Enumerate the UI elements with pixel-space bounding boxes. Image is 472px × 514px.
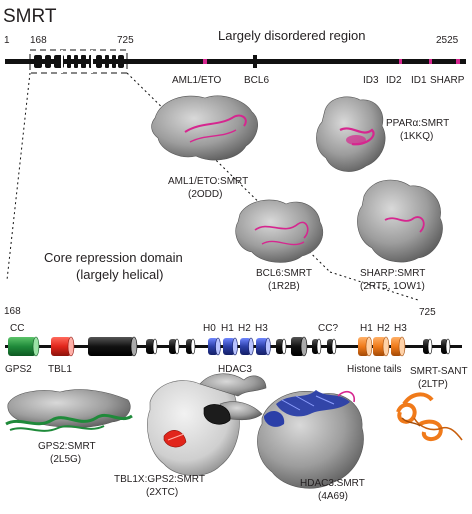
aml1eto-structure: [151, 95, 258, 161]
h1-label: H1: [221, 323, 234, 334]
sharp-structure-pdb: (2RT5, 1OW1): [360, 281, 425, 292]
hdac3-structure-name: HDAC3:SMRT: [300, 478, 365, 489]
top-end-label: 2525: [436, 35, 459, 46]
site-id2-label: ID2: [386, 75, 402, 86]
diagram-title: SMRT: [3, 6, 57, 27]
gps2-structure: [5, 389, 133, 432]
core-start-label: 168: [4, 306, 21, 317]
ppar-structure-name: PPARα:SMRT: [386, 118, 449, 129]
tbl1x-structure-pdb: (2XTC): [146, 487, 178, 498]
aml1eto-structure-pdb: (2ODD): [188, 189, 222, 200]
core-helices: [8, 336, 451, 357]
top-start-label: 1: [4, 35, 10, 46]
h3-label: H3: [255, 323, 268, 334]
site-id1-label: ID1: [411, 75, 427, 86]
sharp-structure: [357, 179, 443, 263]
site-aml1eto-label: AML1/ETO: [172, 75, 221, 86]
ppar-structure-pdb: (1KKQ): [400, 131, 433, 142]
cc-label: CC: [10, 323, 24, 334]
tbl1-domain-label: TBL1: [48, 364, 72, 375]
gps2-structure-name: GPS2:SMRT: [38, 441, 96, 452]
hdac3-structure: [257, 390, 364, 489]
disordered-region-label: Largely disordered region: [218, 28, 365, 43]
site-sharp-label: SHARP: [430, 75, 465, 86]
h2-label: H2: [238, 323, 251, 334]
core-domain-subtitle: (largely helical): [76, 267, 163, 282]
sant-structure-pdb: (2LTP): [418, 379, 448, 390]
h1b-label: H1: [360, 323, 373, 334]
core-domain-title: Core repression domain: [44, 250, 183, 265]
h0-label: H0: [203, 323, 216, 334]
sant-structure-name: SMRT-SANT: [410, 366, 468, 377]
hdac3-domain-label: HDAC3: [218, 364, 252, 375]
top-168-label: 168: [30, 35, 47, 46]
aml1eto-structure-name: AML1/ETO:SMRT: [168, 176, 248, 187]
zoom-line-right-b: [329, 271, 419, 301]
h2b-label: H2: [377, 323, 390, 334]
tbl1x-structure-name: TBL1X:GPS2:SMRT: [114, 474, 205, 485]
h3b-label: H3: [394, 323, 407, 334]
core-end-label: 725: [419, 307, 436, 318]
site-id3-label: ID3: [363, 75, 379, 86]
binding-motifs: [203, 55, 460, 68]
top-725-label: 725: [117, 35, 134, 46]
hdac3-structure-pdb: (4A69): [318, 491, 348, 502]
bcl6-structure: [235, 199, 324, 263]
zoom-line-left: [6, 72, 31, 281]
full-length-bar: [5, 59, 466, 64]
histone-tails-label: Histone tails: [347, 364, 401, 375]
gps2-domain-label: GPS2: [5, 364, 32, 375]
site-bcl6-label: BCL6: [244, 75, 269, 86]
bcl6-structure-pdb: (1R2B): [268, 281, 300, 292]
gps2-structure-pdb: (2L5G): [50, 454, 81, 465]
tbl1x-structure: [147, 373, 267, 476]
bcl6-structure-name: BCL6:SMRT: [256, 268, 312, 279]
ppar-structure: [316, 96, 386, 172]
cc-question-label: CC?: [318, 323, 338, 334]
sant-structure: [396, 392, 463, 441]
sharp-structure-name: SHARP:SMRT: [360, 268, 425, 279]
